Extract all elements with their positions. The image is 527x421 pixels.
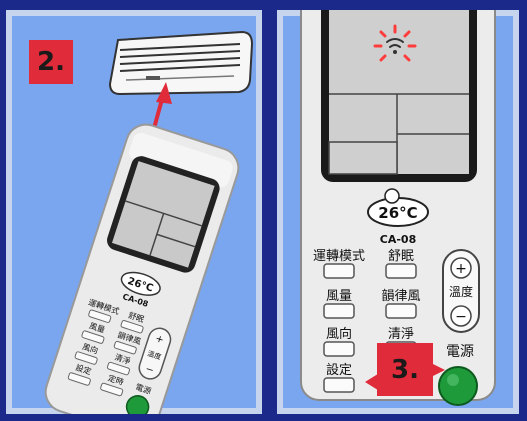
power-button[interactable]: [439, 367, 477, 405]
step-2-badge: 2.: [29, 40, 73, 84]
model-label: CA-08: [380, 233, 416, 246]
power-label: 電源: [446, 344, 474, 360]
fan-speed-label: 風量: [326, 289, 352, 304]
rhythm-wind-label: 韻律風: [381, 288, 420, 304]
minus-label: −: [455, 309, 467, 325]
sleep-button[interactable]: [386, 264, 416, 278]
setting-button[interactable]: [324, 378, 354, 392]
clean-label: 清淨: [388, 327, 414, 342]
fan-direction-button[interactable]: [324, 342, 354, 356]
step-3-badge: 3.: [377, 343, 433, 396]
air-conditioner-icon: [110, 32, 252, 94]
fan-speed-button[interactable]: [324, 304, 354, 318]
step-3-panel: 26°C CA-08 運轉模式 舒眠 風量 韻律風 風向 清淨 設定 定時 +: [277, 10, 519, 414]
mode-button[interactable]: [324, 264, 354, 278]
temperature-label: 溫度: [449, 284, 473, 299]
plus-label: +: [455, 261, 467, 277]
fan-direction-label: 風向: [326, 326, 352, 342]
logo-text: 26°C: [378, 204, 417, 222]
setting-label: 設定: [326, 362, 352, 378]
remote-control-icon: 26°C CA-08 運轉模式 舒眠 風量 韻律風 風向 清淨 設定 定時 + …: [40, 119, 243, 414]
rhythm-wind-button[interactable]: [386, 304, 416, 318]
mode-label: 運轉模式: [313, 249, 365, 264]
sleep-label: 舒眠: [388, 249, 414, 264]
step-2-panel: 26°C CA-08 運轉模式 舒眠 風量 韻律風 風向 清淨 設定 定時 + …: [6, 10, 262, 414]
